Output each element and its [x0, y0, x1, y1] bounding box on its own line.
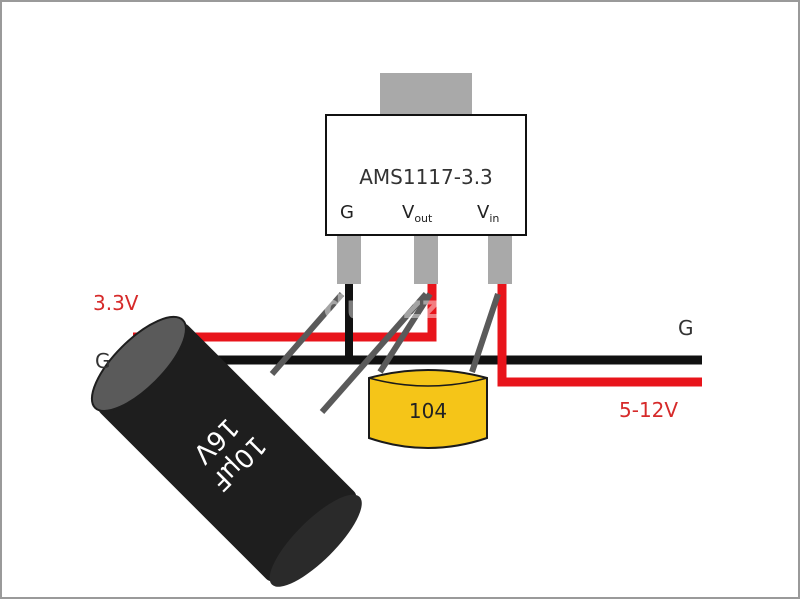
- pin-vout-leg: [414, 234, 438, 284]
- ceramic-lead-right: [469, 293, 501, 373]
- watermark: dubizzle: [323, 288, 472, 326]
- input-rail-wire: [497, 284, 702, 387]
- ceramic-lead-left: [377, 292, 433, 374]
- output-voltage-label: 3.3V: [93, 291, 139, 315]
- electrolytic-lead-left: [269, 292, 345, 376]
- regulator-tab: [380, 73, 472, 118]
- input-voltage-label: 5-12V: [619, 398, 678, 422]
- ceramic-capacitor: 104: [368, 369, 488, 449]
- ground-label-right: G: [678, 316, 694, 340]
- pin-label-vin: Vin: [477, 202, 499, 225]
- ground-label-left: G: [95, 349, 111, 373]
- pin-label-ground: G: [340, 202, 354, 223]
- regulator-part-number: AMS1117-3.3: [359, 165, 493, 189]
- electrolytic-lead-right: [319, 292, 429, 414]
- output-rail-wire: [133, 284, 437, 342]
- pin-ground-leg: [337, 234, 361, 284]
- regulator-body: [325, 114, 527, 236]
- pin-label-vout: Vout: [402, 202, 433, 225]
- pin-vin-leg: [488, 234, 512, 284]
- electrolytic-capacitor: 10µF 16V: [90, 315, 362, 587]
- ceramic-capacitor-marking: 104: [409, 399, 447, 423]
- watermark-text: dubizzle: [323, 288, 472, 326]
